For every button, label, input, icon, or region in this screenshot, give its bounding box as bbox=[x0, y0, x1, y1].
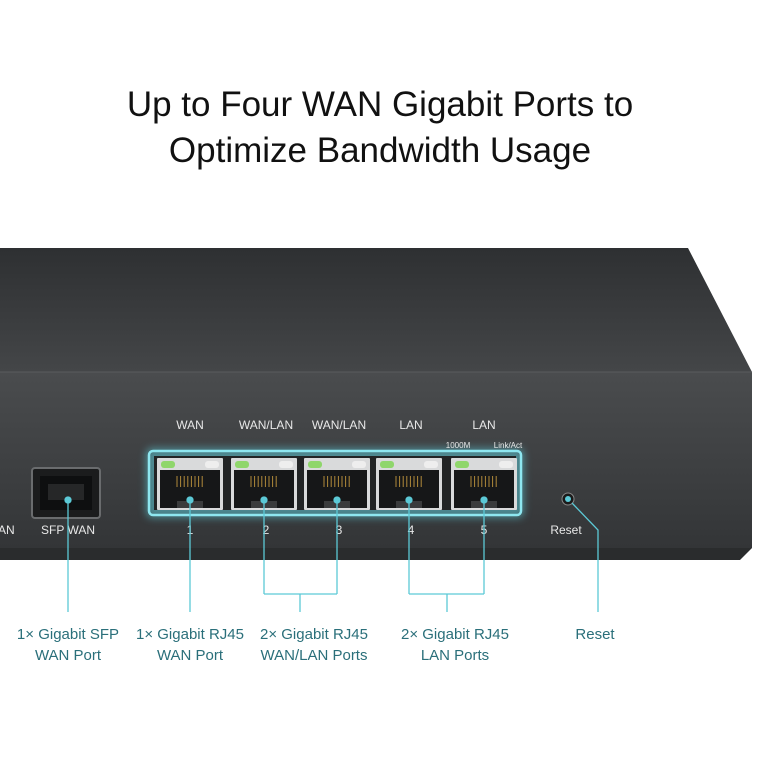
callout-sfp-line-2: WAN Port bbox=[34, 647, 102, 664]
headline-line-1: Up to Four WAN Gigabit Ports to bbox=[126, 85, 634, 124]
callout-reset-line-1: Reset bbox=[575, 626, 615, 643]
led-1000m-label: 1000M bbox=[446, 441, 471, 450]
chassis-bottom-strip bbox=[0, 548, 752, 560]
port-number-3: 3 bbox=[336, 523, 343, 537]
port-number-4: 4 bbox=[408, 523, 415, 537]
port-header-4: LAN bbox=[399, 418, 422, 432]
callout-reset: Reset bbox=[550, 624, 640, 645]
callout-wan-line-1: 1× Gigabit RJ45 bbox=[136, 626, 244, 643]
reset-label: Reset bbox=[550, 523, 582, 537]
callout-wanlan: 2× Gigabit RJ45 WAN/LAN Ports bbox=[242, 624, 386, 666]
led-linkact-port-4 bbox=[424, 461, 438, 468]
headline-line-2: Optimize Bandwidth Usage bbox=[168, 131, 592, 170]
callout-sfp: 1× Gigabit SFP WAN Port bbox=[0, 624, 136, 666]
port-header-5: LAN bbox=[472, 418, 495, 432]
led-1000m-port-3 bbox=[308, 461, 322, 468]
callout-wan-line-2: WAN Port bbox=[156, 647, 224, 664]
chassis-top bbox=[0, 248, 752, 372]
reset-button[interactable] bbox=[561, 492, 575, 506]
callout-wan: 1× Gigabit RJ45 WAN Port bbox=[122, 624, 258, 666]
callout-wanlan-line-1: 2× Gigabit RJ45 bbox=[260, 626, 368, 643]
led-1000m-port-1 bbox=[161, 461, 175, 468]
led-linkact-port-3 bbox=[352, 461, 366, 468]
led-1000m-port-2 bbox=[235, 461, 249, 468]
port-number-2: 2 bbox=[263, 523, 270, 537]
sfp-port[interactable] bbox=[31, 467, 101, 519]
callout-leaders bbox=[64, 496, 599, 612]
led-linkact-label: Link/Act bbox=[494, 441, 523, 450]
led-linkact-port-5 bbox=[499, 461, 513, 468]
port-header-2: WAN/LAN bbox=[239, 418, 293, 432]
port-header-3: WAN/LAN bbox=[312, 418, 366, 432]
callout-lan: 2× Gigabit RJ45 LAN Ports bbox=[385, 624, 525, 666]
led-1000m-port-4 bbox=[380, 461, 394, 468]
led-linkact-port-2 bbox=[279, 461, 293, 468]
port-header-1: WAN bbox=[176, 418, 204, 432]
callout-wanlan-line-2: WAN/LAN Ports bbox=[260, 647, 368, 664]
left-edge-label: AN bbox=[0, 523, 15, 537]
led-1000m-port-5 bbox=[455, 461, 469, 468]
callout-lan-line-1: 2× Gigabit RJ45 bbox=[401, 626, 509, 643]
headline: Up to Four WAN Gigabit Ports to Optimize… bbox=[0, 82, 760, 174]
callout-lan-line-2: LAN Ports bbox=[420, 647, 490, 664]
led-linkact-port-1 bbox=[205, 461, 219, 468]
callout-sfp-line-1: 1× Gigabit SFP bbox=[16, 626, 120, 643]
